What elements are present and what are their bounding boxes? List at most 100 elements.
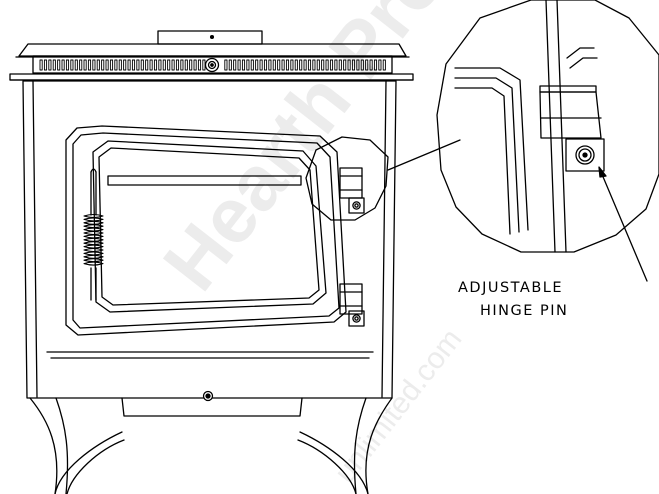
vent-slat [237, 59, 241, 71]
stove-legs [29, 397, 393, 494]
spring-coil [83, 224, 104, 229]
callout-leader [598, 166, 648, 282]
hinge-detail-marker [305, 136, 461, 221]
vent-slat [167, 59, 171, 71]
vent-slat [303, 59, 307, 71]
vent-slat [378, 59, 382, 71]
spring-coil [83, 261, 104, 266]
spring-coil [83, 241, 104, 246]
lower-hinge [339, 283, 365, 327]
vent-slat [281, 59, 285, 71]
vent-slat [43, 59, 48, 71]
ash-pan [121, 390, 303, 417]
flue-collar [157, 30, 263, 45]
vent-slat [96, 59, 100, 71]
vent-slat [285, 59, 290, 71]
hinge-detail-enlarged [436, 0, 659, 253]
vent-slat [343, 59, 347, 71]
top-rail [9, 43, 414, 81]
vent-slat [321, 59, 325, 71]
vent-slat [140, 59, 144, 71]
stove-body [22, 80, 397, 399]
spring-coil [83, 213, 104, 219]
vent-slat [272, 59, 276, 71]
spring-coil [83, 220, 104, 225]
vent-slat [184, 59, 188, 71]
vent-slat [175, 59, 180, 71]
vent-slat [307, 59, 312, 71]
vent-slat [338, 59, 342, 71]
vent-slat [39, 59, 43, 71]
vent-slat [145, 59, 149, 71]
spring-coil [83, 227, 104, 232]
vent-slat [57, 59, 61, 71]
vent-slat [131, 59, 136, 71]
vent-slat [153, 59, 158, 71]
vent-slat [250, 59, 254, 71]
vent-slat [118, 59, 122, 71]
vent-slat [92, 59, 96, 71]
vent-slat [127, 59, 131, 71]
vent-slat [228, 59, 232, 71]
vent-slat [114, 59, 118, 71]
top-vent-slats [39, 59, 386, 71]
spring-coil [83, 230, 104, 236]
vent-slat [224, 59, 228, 71]
vent-slat [259, 59, 263, 71]
vent-slat [162, 59, 166, 71]
vent-slat [329, 59, 334, 71]
vent-slat [180, 59, 184, 71]
vent-slat [74, 59, 78, 71]
vent-slat [369, 59, 373, 71]
vent-slat [87, 59, 92, 71]
vent-slat [171, 59, 175, 71]
vent-slat [382, 59, 386, 71]
vent-slat [373, 59, 378, 71]
vent-slat [241, 59, 246, 71]
spring-coil [83, 247, 104, 253]
vent-slat [299, 59, 303, 71]
door-frame [65, 125, 347, 336]
vent-slat [277, 59, 281, 71]
vent-slat [83, 59, 87, 71]
callout-label-line1: ADJUSTABLE [458, 280, 564, 296]
vent-slat [197, 59, 202, 71]
upper-hinge [339, 167, 365, 214]
vent-slat [109, 59, 114, 71]
vent-slat [52, 59, 56, 71]
door-handle-spring [83, 168, 104, 301]
vent-slat [255, 59, 259, 71]
vent-slat [334, 59, 338, 71]
spring-coil [83, 244, 104, 249]
vent-slat [325, 59, 329, 71]
vent-slat [193, 59, 197, 71]
vent-slat [290, 59, 294, 71]
vent-slat [316, 59, 320, 71]
spring-coil [83, 217, 104, 222]
vent-slat [360, 59, 364, 71]
vent-slat [246, 59, 250, 71]
vent-slat [65, 59, 70, 71]
vent-slat [356, 59, 360, 71]
vent-slat [105, 59, 109, 71]
vent-slat [61, 59, 65, 71]
spring-coil [83, 251, 104, 256]
top-rosette [204, 57, 220, 73]
callout-label-line2: HINGE PIN [480, 303, 569, 319]
spring-coil [83, 234, 104, 239]
vent-slat [48, 59, 52, 71]
vent-slat [351, 59, 356, 71]
vent-slat [263, 59, 268, 71]
spring-coil [83, 254, 104, 259]
vent-slat [347, 59, 351, 71]
vent-slat [233, 59, 237, 71]
vent-slat [123, 59, 127, 71]
vent-slat [294, 59, 298, 71]
vent-slat [79, 59, 83, 71]
vent-slat [149, 59, 153, 71]
vent-slat [189, 59, 193, 71]
spring-coil [83, 258, 104, 263]
vent-slat [136, 59, 140, 71]
